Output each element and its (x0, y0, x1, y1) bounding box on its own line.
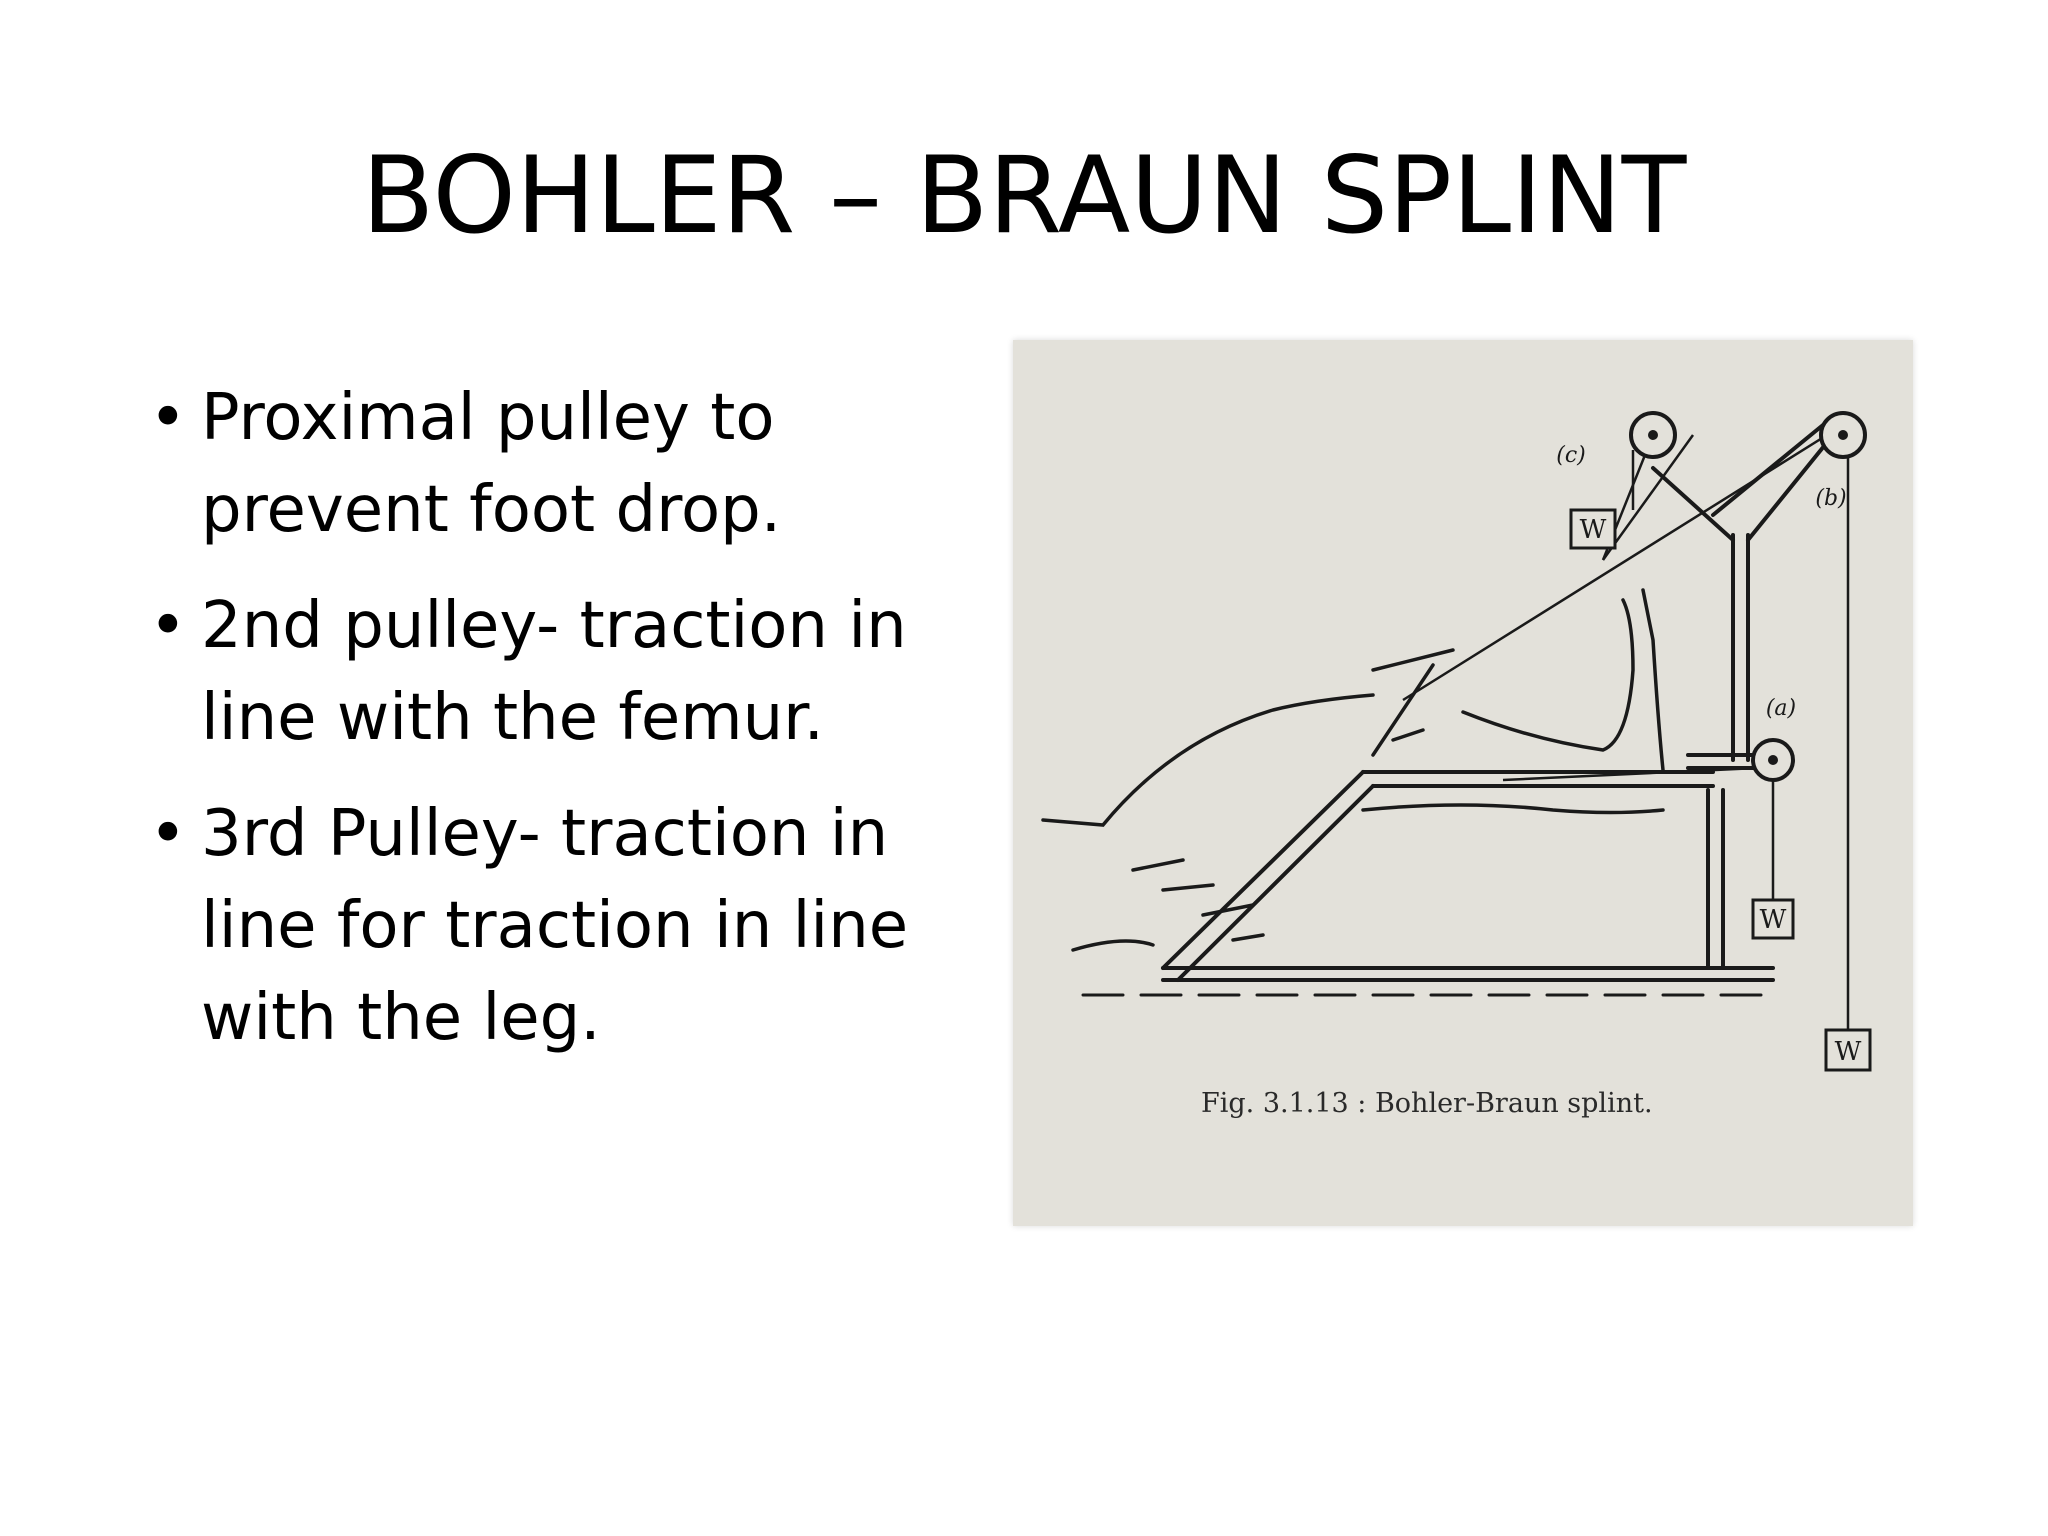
bullet-item-1: • Proximal pulley to prevent foot drop. (145, 372, 945, 556)
cord-a (1502, 766, 1759, 782)
cord-c-loop (1601, 434, 1695, 561)
weight-a-label: W (1760, 905, 1787, 935)
label-b: (b) (1815, 486, 1846, 511)
pulley-hub (1768, 755, 1778, 765)
bullet-text: Proximal pulley to prevent foot drop. (201, 381, 782, 547)
weight-c-box (1569, 508, 1617, 550)
label-a: (a) (1766, 696, 1796, 721)
weight-a-box (1751, 898, 1795, 940)
fold-lines (1131, 858, 1265, 942)
bullet-dot: • (149, 589, 187, 663)
calf-outline (1461, 598, 1635, 752)
pulley-hub (1648, 430, 1658, 440)
figure-caption: Fig. 3.1.13 : Bohler-Braun splint. (1201, 1088, 1653, 1119)
pulley-hub (1838, 430, 1848, 440)
thigh-outline (1041, 693, 1375, 827)
bullet-dot: • (149, 797, 187, 871)
bullet-text: 2nd pulley- traction in line with the fe… (201, 589, 907, 755)
weight-b-box (1824, 1028, 1872, 1072)
traction-pin (1371, 648, 1455, 757)
label-c: (c) (1556, 443, 1586, 468)
weight-c-label: W (1580, 515, 1607, 545)
splint-upright (1706, 788, 1725, 970)
splint-diagram: W W W (c) (b) (a) Fig. 3.1.13 : Bohler-B… (1041, 411, 1872, 1119)
splint-base-rail (1161, 966, 1775, 982)
weight-b-label: W (1835, 1037, 1862, 1067)
slide-title: BOHLER – BRAUN SPLINT (361, 134, 1687, 257)
splint-front-rail (1161, 770, 1375, 982)
bullet-item-3: • 3rd Pulley- traction in line for tract… (145, 788, 945, 1064)
foot-outline (1641, 588, 1665, 772)
splint-tall-post (1731, 533, 1750, 762)
splint-y-fork (1651, 423, 1835, 542)
bullet-item-2: • 2nd pulley- traction in line with the … (145, 580, 945, 764)
leg-lower-outline (1361, 803, 1665, 815)
splint-figure: W W W (c) (b) (a) Fig. 3.1.13 : Bohler-B… (1013, 340, 1913, 1226)
bullet-dot: • (149, 381, 187, 455)
hip-outline (1071, 939, 1155, 952)
bullet-text: 3rd Pulley- traction in line for tractio… (201, 797, 909, 1055)
cord-b (1402, 423, 1844, 702)
bullet-list: • Proximal pulley to prevent foot drop. … (145, 372, 945, 1088)
